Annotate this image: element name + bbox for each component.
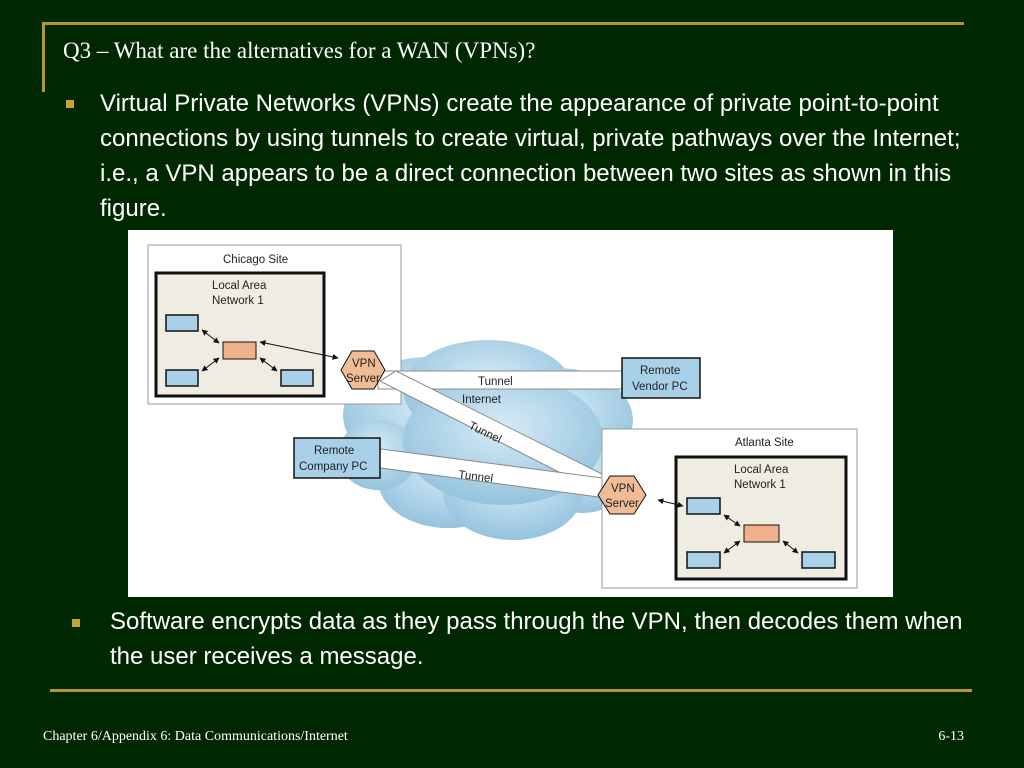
chicago-pc-2	[165, 369, 199, 387]
remote-vendor-label-line1: Remote	[640, 365, 680, 377]
chicago-hub	[222, 341, 257, 360]
vpn-diagram-svg: Chicago Site Local Area Network 1 Tunnel…	[147, 244, 858, 589]
atlanta-vpn-label-line2: Server	[605, 498, 639, 510]
bottom-rule	[50, 689, 972, 692]
footer-chapter: Chapter 6/Appendix 6: Data Communication…	[43, 729, 348, 744]
atlanta-lan-links	[657, 498, 799, 554]
atlanta-vpn-server	[597, 475, 647, 515]
atlanta-vpn-label-line1: VPN	[611, 483, 635, 495]
chicago-pc-1	[165, 314, 199, 332]
atlanta-site-label: Atlanta Site	[735, 437, 794, 449]
bullet-text-1: Virtual Private Networks (VPNs) create t…	[100, 90, 961, 222]
chicago-lan-label-line1: Local Area	[212, 280, 267, 292]
remote-vendor-label-line2: Vendor PC	[632, 381, 688, 393]
remote-company-label-line1: Remote	[314, 445, 354, 457]
chicago-pc-3	[280, 369, 314, 387]
chicago-vpn-label-line2: Server	[346, 373, 380, 385]
chicago-vpn-label-line1: VPN	[352, 358, 376, 370]
vpn-diagram: Chicago Site Local Area Network 1 Tunnel…	[128, 230, 893, 597]
left-rule	[42, 22, 45, 92]
bullet-marker-2	[72, 619, 80, 627]
tunnel-label-3: Tunnel	[458, 469, 494, 485]
remote-company-pc	[293, 437, 381, 479]
atlanta-lan-label-line1: Local Area	[734, 464, 789, 476]
chicago-site-label: Chicago Site	[223, 254, 288, 266]
tunnel-label-1: Tunnel	[478, 376, 513, 388]
atlanta-pc-3	[801, 551, 836, 569]
atlanta-lan-label-line2: Network 1	[734, 479, 786, 491]
atlanta-pc-1	[686, 497, 721, 515]
remote-company-label-line2: Company PC	[299, 461, 367, 473]
atlanta-hub	[743, 524, 780, 543]
chicago-vpn-server	[340, 350, 386, 390]
chicago-lan-links	[201, 329, 339, 372]
bullet-text-2: Software encrypts data as they pass thro…	[110, 608, 963, 670]
atlanta-pc-2	[686, 551, 721, 569]
footer-page-number: 6-13	[938, 729, 964, 744]
slide-title: Q3 – What are the alternatives for a WAN…	[63, 38, 536, 63]
bullet-marker-1	[66, 100, 74, 108]
remote-vendor-pc	[621, 357, 701, 399]
internet-label: Internet	[462, 394, 502, 406]
top-rule	[42, 22, 964, 25]
chicago-lan-label-line2: Network 1	[212, 295, 264, 307]
